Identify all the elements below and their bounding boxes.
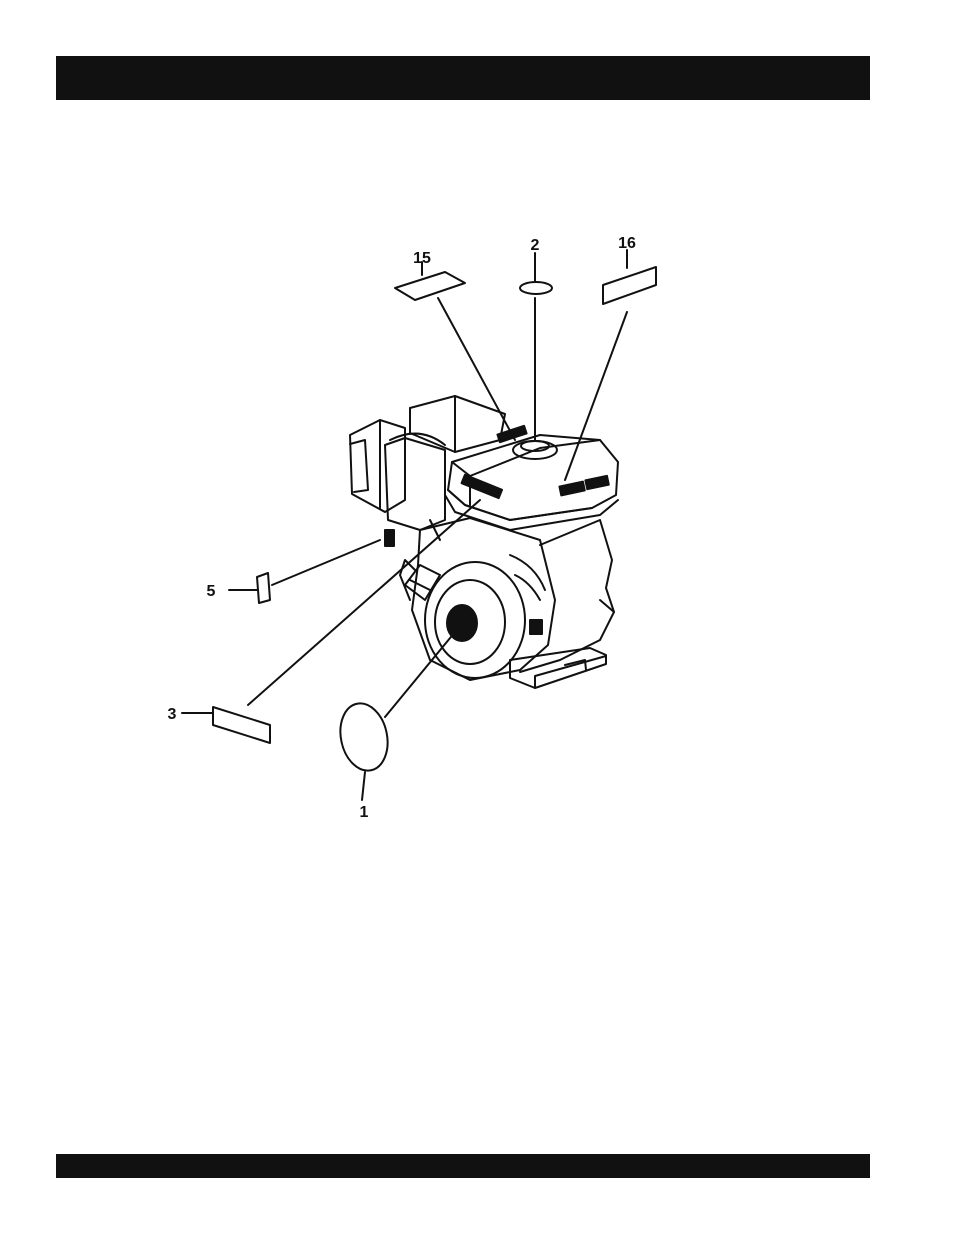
engine-illustration (350, 396, 618, 688)
callout-16: 16 (618, 235, 636, 252)
leader-line-16 (565, 312, 627, 480)
callout-5: 5 (207, 583, 216, 600)
callout-2: 2 (531, 237, 540, 254)
callout-1: 1 (360, 804, 369, 821)
detached-parts (213, 267, 656, 775)
leader-line-15 (438, 298, 515, 440)
callout-15: 15 (413, 250, 431, 267)
footer-bar (56, 1154, 870, 1178)
leader-line-1 (385, 632, 455, 717)
decal-16-icon (603, 267, 656, 304)
oval-gasket-icon (520, 282, 552, 294)
round-emblem-icon (334, 699, 393, 775)
leader-line-5 (272, 540, 380, 585)
decal-15-icon (395, 272, 465, 300)
decal-3-icon (213, 707, 270, 743)
leader-tick-1 (362, 772, 365, 800)
decal-5-icon (257, 573, 270, 603)
callout-3: 3 (168, 706, 177, 723)
leader-line-3 (248, 500, 480, 705)
